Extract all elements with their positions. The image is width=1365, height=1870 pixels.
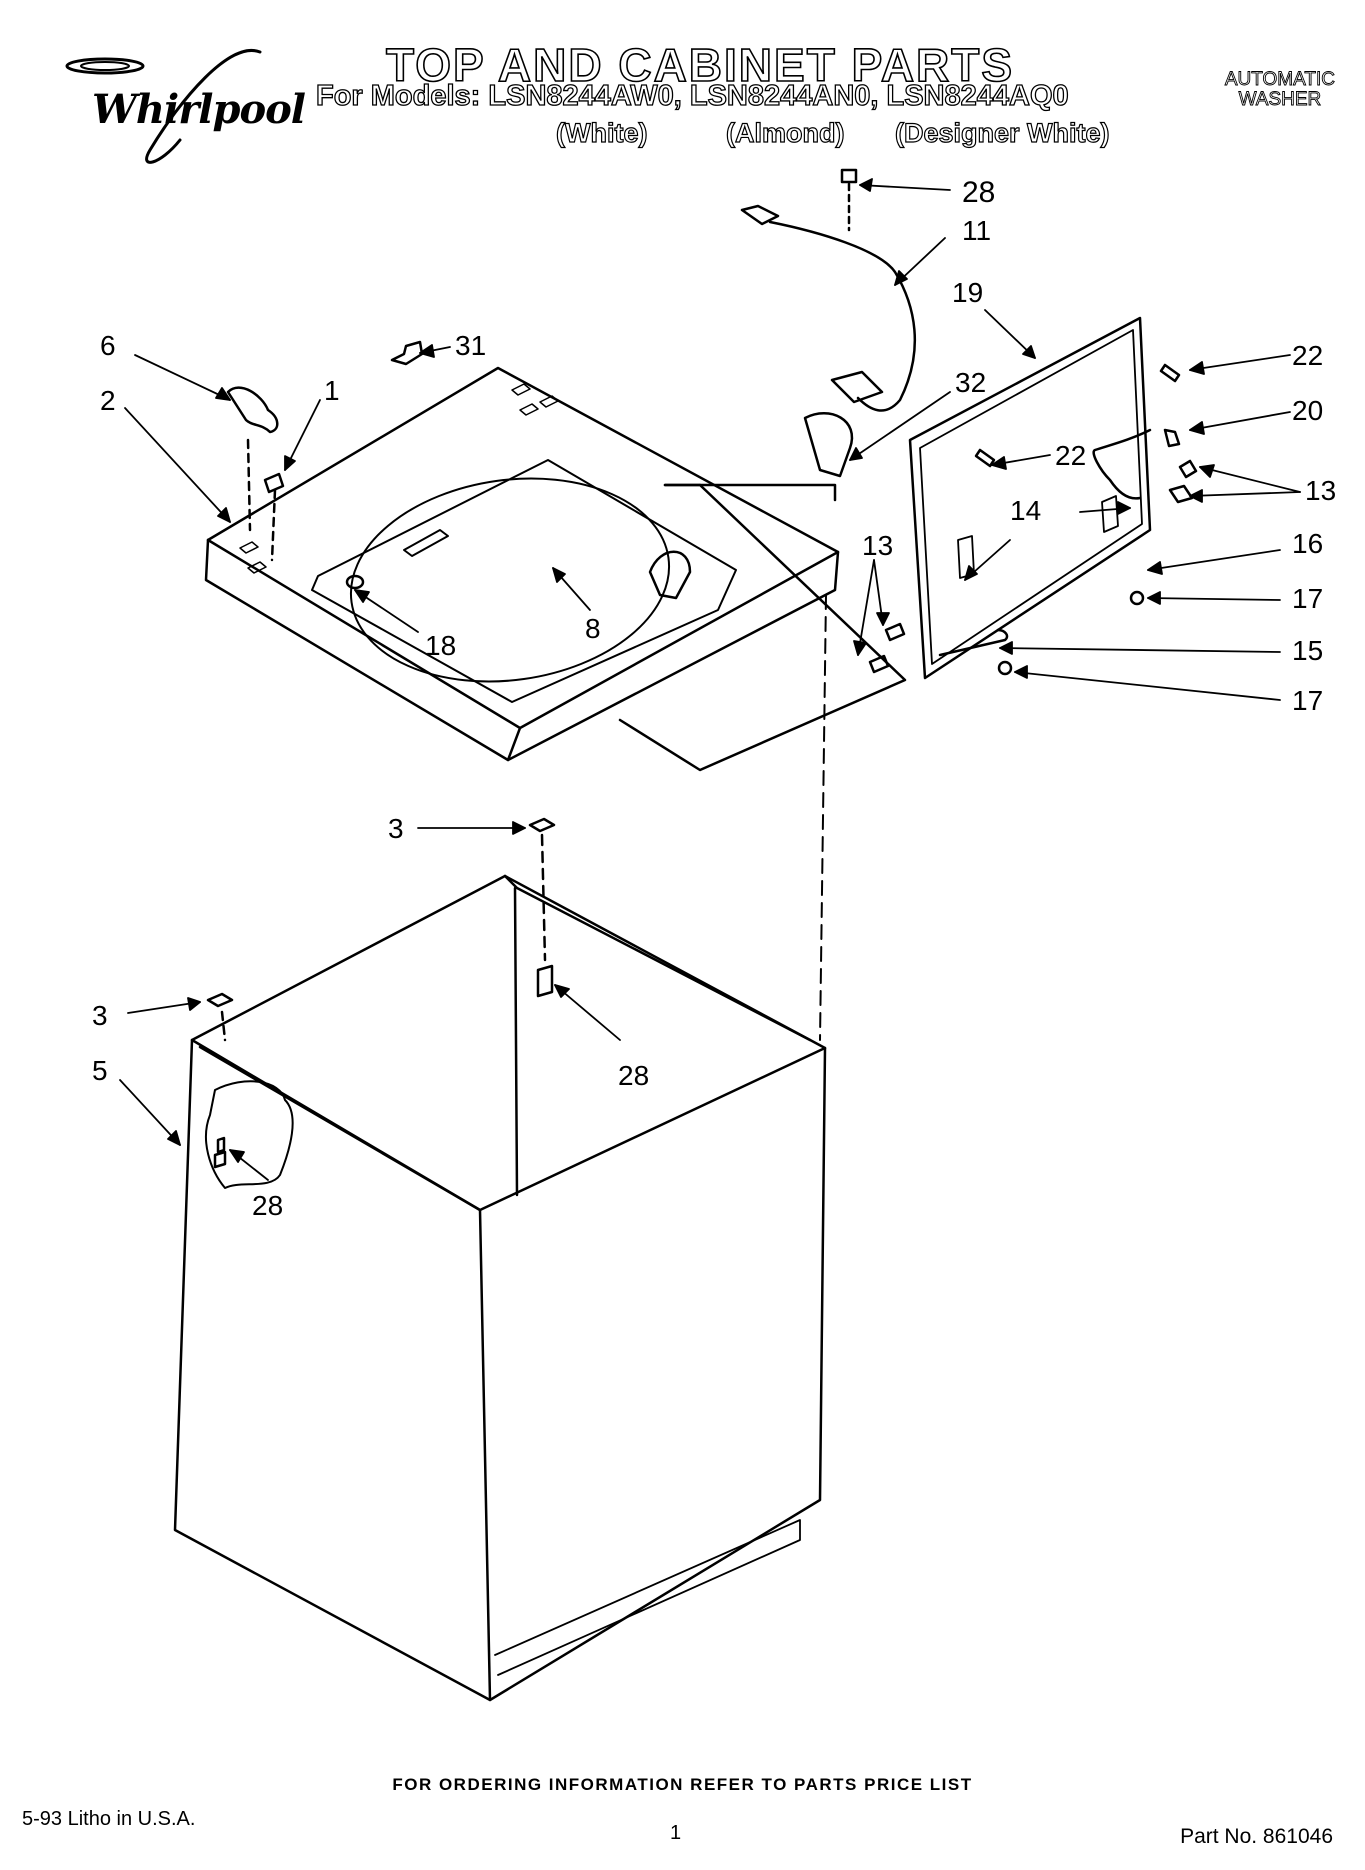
product-type-line1: AUTOMATIC xyxy=(1224,69,1335,90)
console-panel xyxy=(618,316,1198,772)
callout-14: 14 xyxy=(1010,495,1041,526)
page-title: TOP AND CABINET PARTS xyxy=(385,38,1015,92)
callout-3-lower: 3 xyxy=(92,1000,108,1031)
callout-2: 2 xyxy=(100,385,116,416)
models-line: For Models: LSN8244AW0, LSN8244AN0, LSN8… xyxy=(315,79,1069,112)
callout-20: 20 xyxy=(1292,395,1323,426)
callout-16: 16 xyxy=(1292,528,1323,559)
brand-name: Whirlpool xyxy=(92,86,306,133)
callout-17-upper: 17 xyxy=(1292,583,1323,614)
part-number: Part No. 861046 xyxy=(1180,1825,1333,1848)
callout-numbers: 28 11 19 22 20 22 13 16 17 15 17 14 13 6… xyxy=(92,176,1336,1221)
litho-note: 5-93 Litho in U.S.A. xyxy=(22,1808,196,1830)
washer-top xyxy=(204,366,840,762)
callout-19: 19 xyxy=(952,277,983,308)
callout-3-upper: 3 xyxy=(388,813,404,844)
callout-6: 6 xyxy=(100,330,116,361)
variant-white: (White) xyxy=(555,117,648,148)
callout-28-top: 28 xyxy=(962,176,995,209)
callout-11: 11 xyxy=(962,215,991,246)
callout-15: 15 xyxy=(1292,635,1323,666)
callout-8: 8 xyxy=(585,613,601,644)
clip-parts xyxy=(226,168,917,562)
callout-32: 32 xyxy=(955,367,986,398)
page-number: 1 xyxy=(670,1822,682,1844)
ordering-note: FOR ORDERING INFORMATION REFER TO PARTS … xyxy=(392,1775,973,1794)
product-type: AUTOMATIC WASHER xyxy=(1224,69,1335,110)
callout-17-lower: 17 xyxy=(1292,685,1323,716)
callout-5: 5 xyxy=(92,1055,108,1086)
washer-cabinet xyxy=(173,817,827,1702)
callout-22-left: 22 xyxy=(1055,440,1086,471)
callout-31: 31 xyxy=(455,330,486,361)
callout-28-cabinet: 28 xyxy=(618,1060,649,1091)
callout-arrows xyxy=(119,178,1301,1181)
variant-designer-white: (Designer White) xyxy=(894,117,1110,148)
callout-13-right: 13 xyxy=(1305,475,1336,506)
product-type-line2: WASHER xyxy=(1238,89,1322,110)
variant-almond: (Almond) xyxy=(725,117,845,148)
callout-1: 1 xyxy=(324,375,340,406)
callout-18: 18 xyxy=(425,630,456,661)
callout-22-right: 22 xyxy=(1292,340,1323,371)
brand-logo xyxy=(65,48,262,164)
callout-28-cutout: 28 xyxy=(252,1190,283,1221)
callout-13-left: 13 xyxy=(862,530,893,561)
